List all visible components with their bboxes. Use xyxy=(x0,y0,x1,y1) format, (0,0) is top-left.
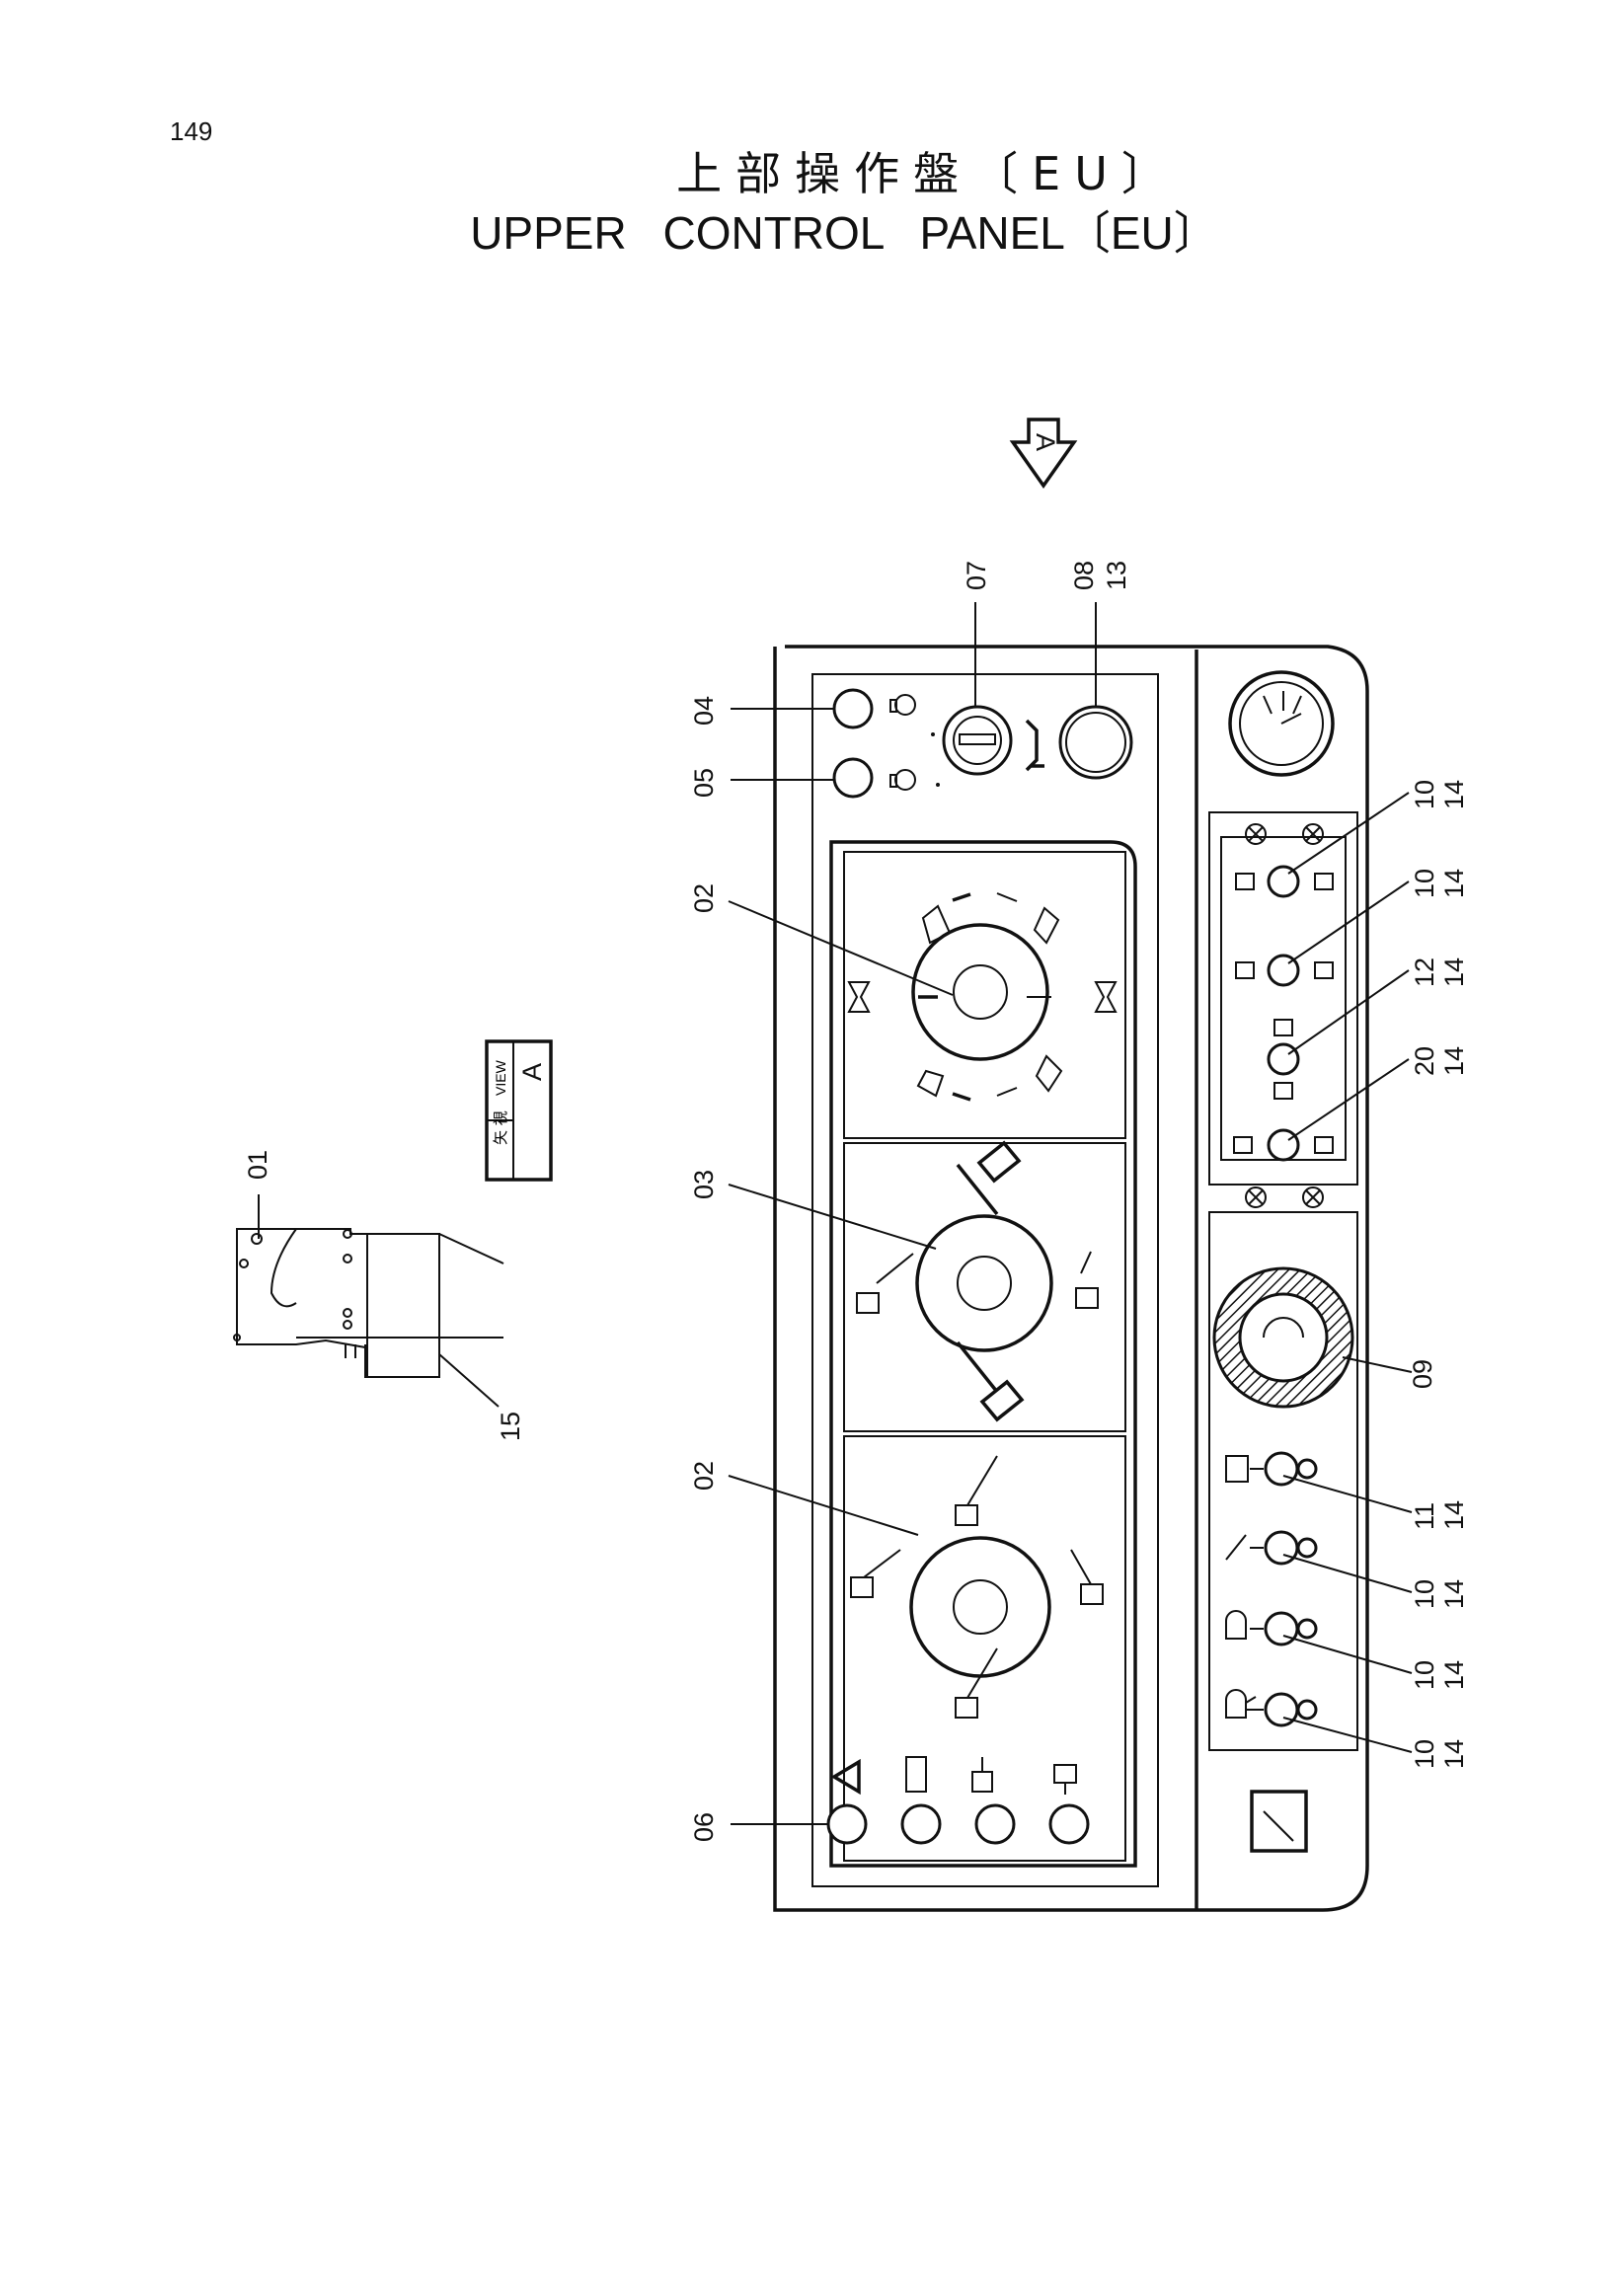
toggle-switch-1[interactable] xyxy=(1267,865,1300,898)
callout-08: 08 xyxy=(1069,561,1099,590)
button-06d[interactable] xyxy=(1048,1803,1090,1845)
callout-r4-b: 14 xyxy=(1439,1046,1469,1076)
callout-r5-a: 11 xyxy=(1410,1502,1439,1530)
button-06b[interactable] xyxy=(900,1803,942,1845)
callout-r3-b: 14 xyxy=(1439,957,1469,987)
horn-icon xyxy=(1025,719,1044,772)
callout-r2-b: 14 xyxy=(1439,869,1469,898)
lower-switch-row-4[interactable] xyxy=(1225,1689,1318,1727)
view-arrow-icon: A xyxy=(1009,418,1078,490)
lever-pattern-panel-3 xyxy=(843,1435,1126,1862)
callout-04: 04 xyxy=(689,696,719,726)
callout-r2-a: 10 xyxy=(1410,869,1439,898)
boom-arm-pattern-diagram xyxy=(856,1140,1099,1422)
view-label-jp: 矢 視 xyxy=(492,1110,509,1145)
emergency-stop-icon[interactable] xyxy=(1212,1266,1354,1409)
callout-r8-b: 14 xyxy=(1439,1739,1469,1769)
callout-03: 03 xyxy=(689,1170,719,1199)
key-switch-icon[interactable] xyxy=(931,705,1013,787)
callout-15: 15 xyxy=(496,1412,525,1441)
horn-button-08[interactable] xyxy=(1058,705,1133,780)
lower-switch-row-3[interactable] xyxy=(1225,1610,1318,1646)
title-english: UPPER CONTROL PANEL〔EU〕 xyxy=(470,207,1219,259)
callout-r4-a: 20 xyxy=(1410,1046,1439,1076)
function-icon-2 xyxy=(971,1757,993,1793)
callout-r6-a: 10 xyxy=(1410,1579,1439,1609)
function-icon-3 xyxy=(1053,1764,1077,1795)
title-japanese: 上部操作盤〔EU〕 xyxy=(676,147,1181,200)
callout-01: 01 xyxy=(243,1150,272,1180)
lever-pattern-panel-2 xyxy=(843,1142,1126,1432)
hour-meter-icon xyxy=(1250,1790,1308,1853)
toggle-switch-3[interactable] xyxy=(1267,1042,1300,1076)
callout-07: 07 xyxy=(962,561,991,590)
light-icon xyxy=(889,694,916,716)
warning-triangle-icon xyxy=(830,1758,861,1796)
switch-plate xyxy=(1208,811,1358,1186)
button-04[interactable] xyxy=(832,688,874,729)
view-a-label-box: 矢 視 VIEW A xyxy=(485,1039,553,1182)
callout-r7-b: 14 xyxy=(1439,1660,1469,1690)
callout-r7-a: 10 xyxy=(1410,1660,1439,1690)
callout-r1-b: 14 xyxy=(1439,780,1469,809)
console-side-view xyxy=(233,1194,504,1408)
callout-02-bottom: 02 xyxy=(689,1461,719,1491)
callout-r1-a: 10 xyxy=(1410,780,1439,809)
callout-r3-a: 12 xyxy=(1410,957,1439,987)
view-label-en: VIEW xyxy=(493,1059,508,1096)
screw-icons xyxy=(1245,823,1324,1208)
lower-switch-row-1[interactable] xyxy=(1225,1451,1318,1487)
callout-02-top: 02 xyxy=(689,883,719,913)
callout-06: 06 xyxy=(689,1812,719,1842)
panel-outline xyxy=(773,645,1369,1912)
callout-r6-b: 14 xyxy=(1439,1579,1469,1609)
button-06[interactable] xyxy=(826,1803,868,1845)
function-icon-1 xyxy=(905,1756,927,1793)
callout-05: 05 xyxy=(689,768,719,798)
callout-r8-a: 10 xyxy=(1410,1739,1439,1769)
button-05[interactable] xyxy=(832,757,874,799)
bucket-pattern-diagram xyxy=(850,1455,1104,1719)
view-label-letter: A xyxy=(517,1063,547,1081)
lower-switch-row-2[interactable] xyxy=(1225,1530,1318,1566)
page-number: 149 xyxy=(170,116,213,146)
toggle-switch-4[interactable] xyxy=(1267,1128,1300,1162)
switch-side-icons xyxy=(1233,873,1334,1154)
callout-13: 13 xyxy=(1102,561,1131,590)
gauge-icon xyxy=(1228,670,1335,777)
arrow-letter: A xyxy=(1031,433,1060,451)
lever-pattern-panel-1 xyxy=(843,851,1126,1139)
callout-09: 09 xyxy=(1408,1359,1437,1389)
swing-pattern-diagram xyxy=(847,892,1118,1102)
button-06c[interactable] xyxy=(974,1803,1016,1845)
callout-r5-b: 14 xyxy=(1439,1500,1469,1530)
work-light-icon xyxy=(889,769,916,791)
